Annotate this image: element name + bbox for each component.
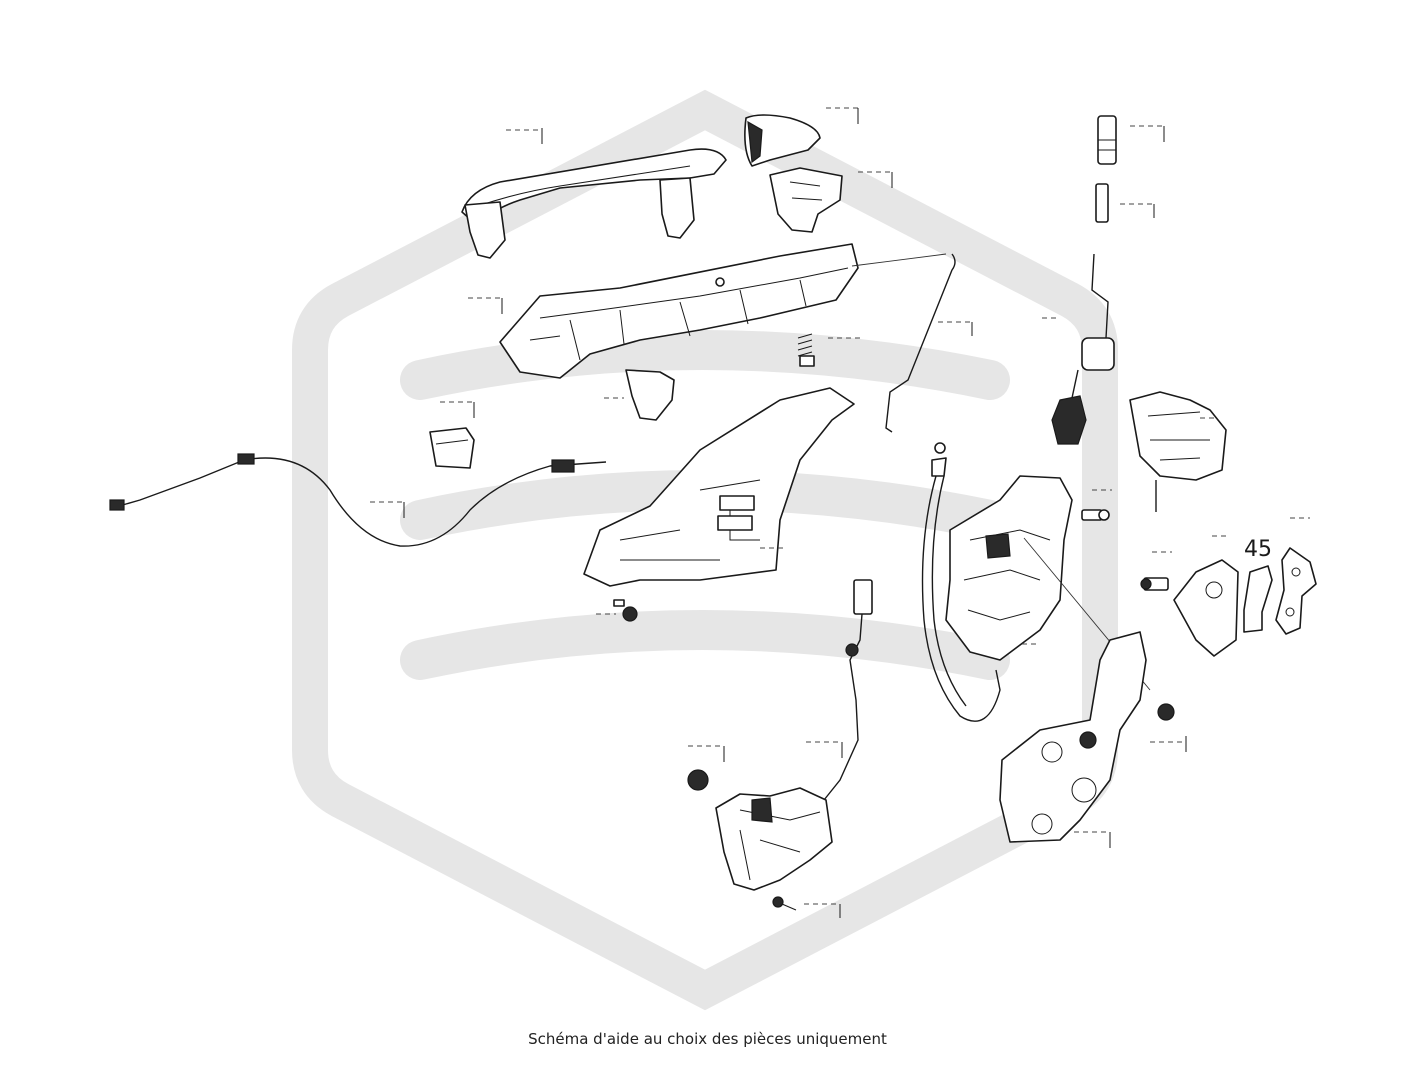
reference-callouts xyxy=(370,107,1310,918)
bowden-cable[interactable] xyxy=(921,442,1001,722)
grommet[interactable] xyxy=(687,769,709,791)
door-lock-actuator[interactable] xyxy=(715,787,833,891)
latch-clip[interactable] xyxy=(625,369,675,421)
release-cable[interactable] xyxy=(109,453,607,547)
lock-rod-assembly[interactable] xyxy=(1051,115,1117,445)
small-bracket[interactable] xyxy=(429,427,475,469)
screw[interactable] xyxy=(613,599,638,622)
spring[interactable] xyxy=(797,333,815,367)
control-rod[interactable] xyxy=(885,253,956,433)
striker-screw[interactable] xyxy=(1140,577,1169,591)
striker-backing-plate[interactable] xyxy=(1275,547,1317,635)
actuator-cable[interactable] xyxy=(823,579,873,801)
mounting-nut[interactable] xyxy=(1157,703,1175,721)
lock-screw[interactable] xyxy=(1081,509,1110,521)
lock-housing-cover[interactable] xyxy=(1129,391,1227,512)
inner-handle-carrier[interactable] xyxy=(583,387,855,587)
door-lock-mechanism[interactable] xyxy=(945,475,1073,661)
outer-door-handle[interactable] xyxy=(461,148,727,259)
actuator-screw[interactable] xyxy=(772,896,797,911)
diagram-caption: Schéma d'aide au choix des pièces unique… xyxy=(528,1030,887,1048)
lock-cylinder-bracket[interactable] xyxy=(769,167,843,233)
handle-end-cap[interactable] xyxy=(744,114,821,167)
striker-shim[interactable] xyxy=(1243,565,1273,633)
handle-carrier-frame[interactable] xyxy=(499,243,859,379)
callout-number: 45 xyxy=(1244,537,1272,562)
lock-mounting-plate[interactable] xyxy=(999,631,1147,843)
door-striker[interactable] xyxy=(1173,559,1239,657)
